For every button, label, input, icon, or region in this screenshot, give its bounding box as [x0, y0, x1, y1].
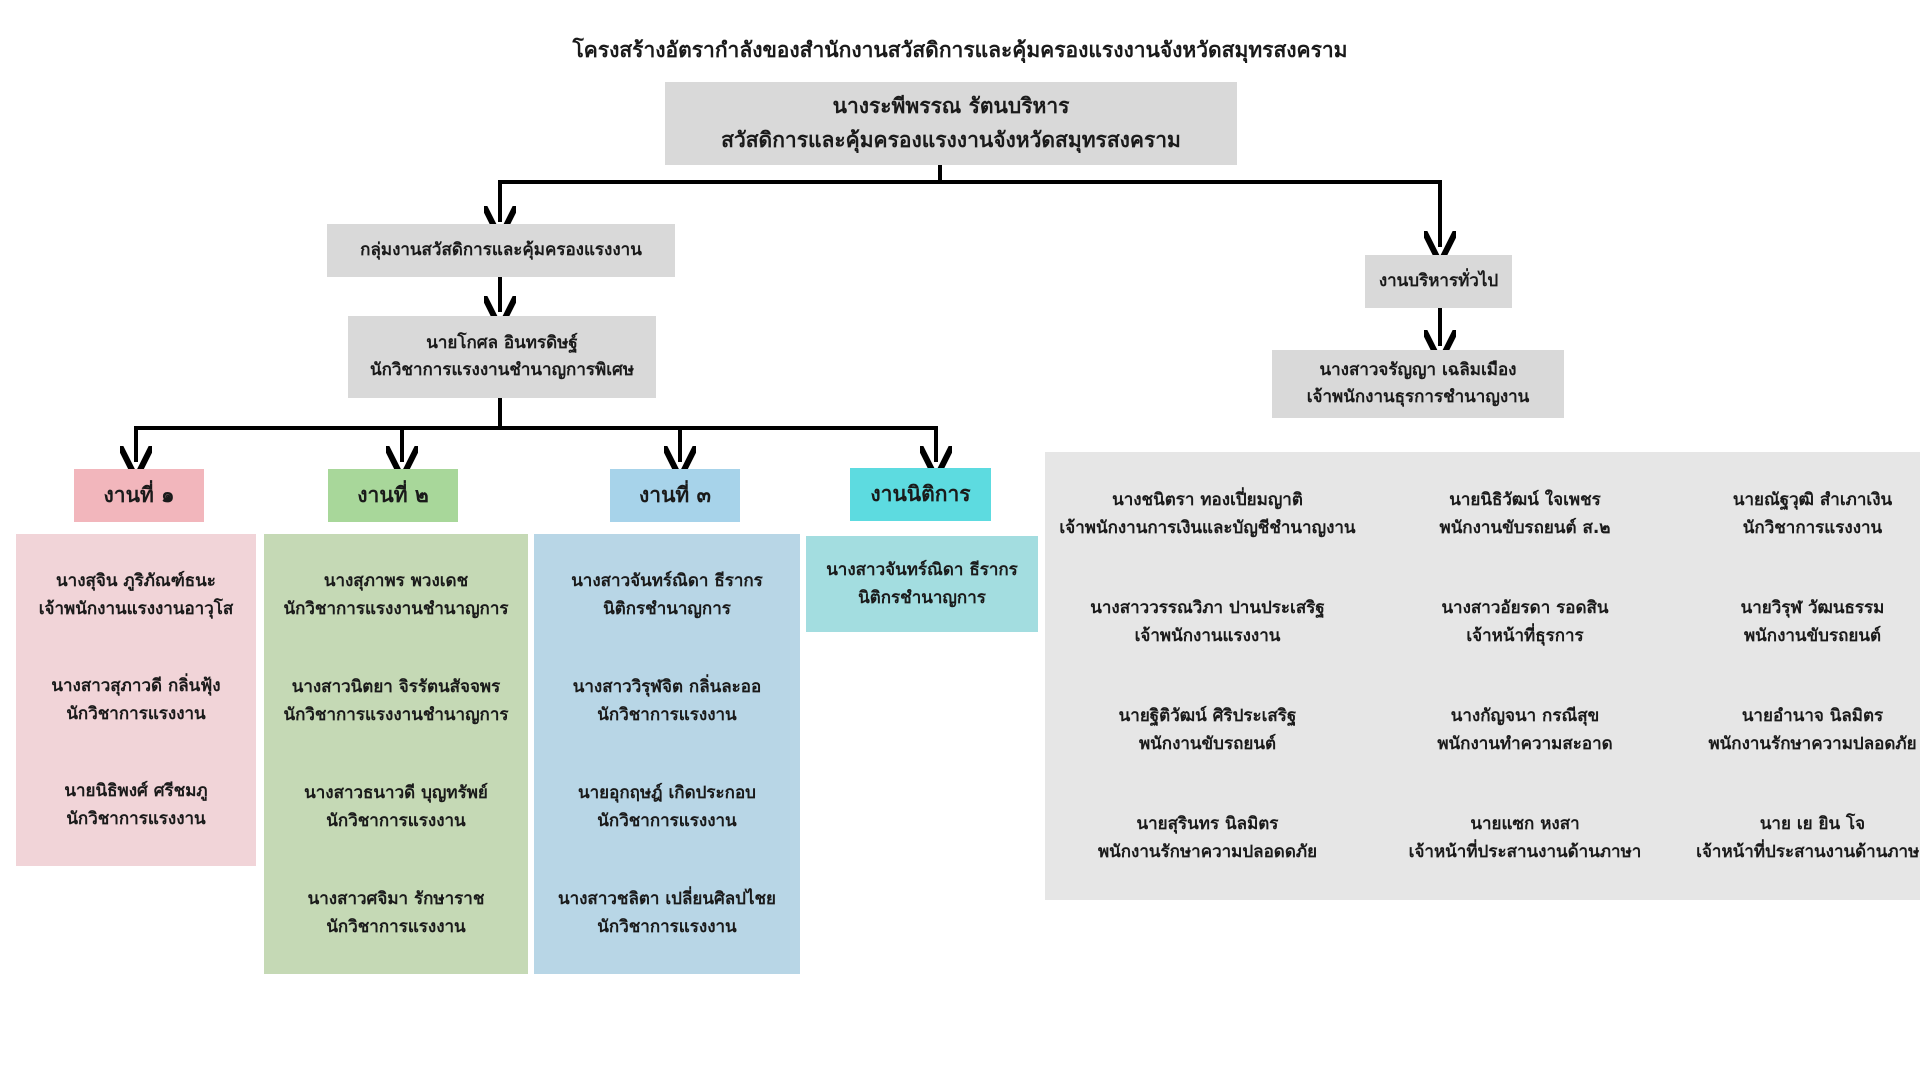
staff-name: นางกัญจนา กรณีสุข [1450, 705, 1600, 726]
member-card: นางสาวศจิมา รักษาราช นักวิชาการแรงงาน [308, 885, 485, 941]
unit-2-label: งานที่ ๒ [328, 469, 458, 522]
unit-legal-members: นางสาวจันทร์ณิดา ธีรากร นิติกรชำนาญการ [806, 536, 1038, 632]
admin-chief-box: นางสาวจรัญญา เฉลิมเมือง เจ้าพนักงานธุรกา… [1272, 350, 1564, 418]
unit-3-members: นางสาวจันทร์ณิดา ธีรากร นิติกรชำนาญการ น… [534, 534, 800, 974]
staff-position: พนักงานขับรถยนต์ [1138, 734, 1277, 754]
unit-3-label: งานที่ ๓ [610, 469, 740, 522]
head-box: นางระพีพรรณ รัตนบริหาร สวัสดิการและคุ้มค… [665, 82, 1237, 165]
staff-name: นางชนิตรา ทองเปี่ยมญาติ [1112, 489, 1303, 510]
member-card: นางสาวนิตยา จิรรัตนสัจจพร นักวิชาการแรงง… [283, 673, 508, 729]
member-position: นักวิชาการแรงงาน [66, 809, 206, 830]
member-position: นักวิชาการแรงงาน [597, 705, 737, 725]
staff-card: นายณัฐวุฒิ สำเภาเงิน นักวิชาการแรงงาน [1733, 486, 1892, 542]
member-position: นักวิชาการแรงงานชำนาญการ [283, 599, 509, 619]
staff-card: นายแซก หงสา เจ้าหน้าที่ประสานงานด้านภาษา [1409, 810, 1642, 866]
member-card: นางสาววิรุฬจิต กลิ่นละออ นักวิชาการแรงงา… [573, 673, 761, 729]
staff-position: พนักงานทำความสะอาด [1437, 734, 1613, 754]
staff-position: เจ้าหน้าที่ประสานงานด้านภาษา [1408, 842, 1642, 862]
welfare-group-box: กลุ่มงานสวัสดิการและคุ้มครองแรงงาน [327, 224, 675, 277]
member-card: นางสุภาพร พวงเดช นักวิชาการแรงงานชำนาญกา… [283, 567, 508, 623]
member-card: นายนิธิพงศ์ ศรีชมภู นักวิชาการแรงงาน [64, 777, 207, 833]
general-admin-staff: นางชนิตรา ทองเปี่ยมญาติ เจ้าพนักงานการเง… [1045, 452, 1920, 900]
staff-name: นายนิธิวัฒน์ ใจเพชร [1449, 489, 1601, 510]
member-position: นักวิชาการแรงงานชำนาญการ [283, 705, 509, 725]
member-card: นางสาวสุภาวดี กลิ่นฟุ้ง นักวิชาการแรงงาน [51, 672, 220, 728]
unit-legal-label: งานนิติการ [850, 468, 991, 521]
member-name: นางสาวสุภาวดี กลิ่นฟุ้ง [51, 675, 221, 696]
staff-card: นางสาวอัยรดา รอดสิน เจ้าหน้าที่ธุรการ [1441, 594, 1608, 650]
member-name: นางสาวนิตยา จิรรัตนสัจจพร [291, 676, 501, 697]
head-position: สวัสดิการและคุ้มครองแรงงานจังหวัดสมุทรสง… [721, 127, 1181, 152]
staff-name: นายฐิติวัฒน์ ศิริประเสริฐ [1118, 705, 1297, 726]
staff-position: เจ้าหน้าที่ประสานงานด้านภาษา [1696, 842, 1920, 862]
staff-position: พนักงานรักษาความปลอดภัย [1708, 734, 1917, 754]
staff-card: นาย เย ยิน โจ เจ้าหน้าที่ประสานงานด้านภา… [1696, 810, 1920, 866]
welfare-chief-box: นายโกศล อินทรดิษฐ์ นักวิชาการแรงงานชำนาญ… [348, 316, 656, 398]
general-admin-label: งานบริหารทั่วไป [1378, 270, 1499, 291]
staff-card: นางสาววรรณวิภา ปานประเสริฐ เจ้าพนักงานแร… [1090, 594, 1324, 650]
member-position: นักวิชาการแรงงาน [66, 703, 206, 724]
staff-card: นางกัญจนา กรณีสุข พนักงานทำความสะอาด [1437, 702, 1612, 758]
staff-position: พนักงานขับรถยนต์ ส.๒ [1439, 518, 1611, 538]
member-name: นางสาวจันทร์ณิดา ธีรากร [571, 570, 763, 591]
staff-card: นายฐิติวัฒน์ ศิริประเสริฐ พนักงานขับรถยน… [1119, 702, 1297, 758]
staff-position: เจ้าหน้าที่ธุรการ [1466, 626, 1584, 646]
staff-name: นางสาววรรณวิภา ปานประเสริฐ [1090, 597, 1325, 618]
member-position: นักวิชาการแรงงาน [326, 917, 466, 937]
member-name: นางสุจิน ภูริภัณฑ์ธนะ [56, 570, 216, 591]
member-name: นายอุกฤษฎ์ เกิดประกอบ [578, 782, 756, 803]
staff-card: นายวิรุฬ วัฒนธรรม พนักงานขับรถยนต์ [1741, 594, 1885, 650]
staff-position: นักวิชาการแรงงาน [1742, 518, 1883, 538]
member-card: นางสาวจันทร์ณิดา ธีรากร นิติกรชำนาญการ [571, 567, 763, 623]
member-position: นักวิชาการแรงงาน [597, 917, 737, 937]
member-position: นิติกรชำนาญการ [603, 599, 731, 619]
admin-chief-position: เจ้าพนักงานธุรการชำนาญงาน [1306, 387, 1530, 407]
staff-name: นายณัฐวุฒิ สำเภาเงิน [1732, 489, 1893, 510]
member-card: นางสาวธนาวดี บุญทรัพย์ นักวิชาการแรงงาน [304, 779, 488, 835]
member-position: นักวิชาการแรงงาน [597, 811, 737, 831]
staff-position: เจ้าพนักงานแรงงาน [1134, 626, 1281, 646]
member-position: นิติกรชำนาญการ [858, 588, 986, 608]
admin-chief-name: นางสาวจรัญญา เฉลิมเมือง [1319, 359, 1517, 380]
staff-card: นายสุรินทร นิลมิตร พนักงานรักษาความปลอดด… [1098, 810, 1317, 866]
member-name: นางสาวศจิมา รักษาราช [307, 888, 485, 909]
staff-card: นายอำนาจ นิลมิตร พนักงานรักษาความปลอดภัย [1708, 702, 1916, 758]
member-card: นางสาวจันทร์ณิดา ธีรากร นิติกรชำนาญการ [826, 556, 1018, 612]
member-name: นางสุภาพร พวงเดช [323, 570, 469, 591]
staff-card: นายนิธิวัฒน์ ใจเพชร พนักงานขับรถยนต์ ส.๒ [1439, 486, 1610, 542]
member-card: นางสาวชลิตา เปลี่ยนศิลปไชย นักวิชาการแรง… [558, 885, 776, 941]
member-name: นางสาววิรุฬจิต กลิ่นละออ [572, 676, 762, 697]
member-card: นายอุกฤษฎ์ เกิดประกอบ นักวิชาการแรงงาน [578, 779, 756, 835]
staff-name: นายอำนาจ นิลมิตร [1741, 705, 1884, 726]
staff-name: นายแซก หงสา [1470, 813, 1580, 834]
chart-title: โครงสร้างอัตรากำลังของสำนักงานสวัสดิการแ… [572, 38, 1348, 62]
member-name: นางสาวจันทร์ณิดา ธีรากร [826, 559, 1018, 580]
staff-name: นางสาวอัยรดา รอดสิน [1441, 597, 1609, 618]
welfare-chief-name: นายโกศล อินทรดิษฐ์ [426, 332, 578, 353]
staff-position: พนักงานรักษาความปลอดดภัย [1097, 842, 1318, 862]
staff-name: นายวิรุฬ วัฒนธรรม [1740, 597, 1885, 618]
member-card: นางสุจิน ภูริภัณฑ์ธนะ เจ้าพนักงานแรงงานอ… [39, 567, 234, 623]
welfare-chief-position: นักวิชาการแรงงานชำนาญการพิเศษ [369, 360, 635, 380]
member-name: นางสาวชลิตา เปลี่ยนศิลปไชย [557, 888, 777, 909]
unit-1-label: งานที่ ๑ [74, 469, 204, 522]
staff-name: นายสุรินทร นิลมิตร [1136, 813, 1279, 834]
general-admin-box: งานบริหารทั่วไป [1365, 255, 1512, 308]
unit-1-members: นางสุจิน ภูริภัณฑ์ธนะ เจ้าพนักงานแรงงานอ… [16, 534, 256, 866]
unit-2-members: นางสุภาพร พวงเดช นักวิชาการแรงงานชำนาญกา… [264, 534, 528, 974]
member-name: นางสาวธนาวดี บุญทรัพย์ [304, 782, 488, 803]
staff-position: เจ้าพนักงานการเงินและบัญชีชำนาญงาน [1059, 518, 1356, 538]
member-name: นายนิธิพงศ์ ศรีชมภู [64, 781, 208, 802]
staff-position: พนักงานขับรถยนต์ [1743, 626, 1882, 646]
staff-name: นาย เย ยิน โจ [1759, 813, 1866, 834]
member-position: นักวิชาการแรงงาน [326, 811, 466, 831]
member-position: เจ้าพนักงานแรงงานอาวุโส [38, 598, 234, 619]
welfare-group-label: กลุ่มงานสวัสดิการและคุ้มครองแรงงาน [360, 239, 642, 260]
staff-card: นางชนิตรา ทองเปี่ยมญาติ เจ้าพนักงานการเง… [1059, 486, 1355, 542]
head-name: นางระพีพรรณ รัตนบริหาร [832, 93, 1070, 118]
